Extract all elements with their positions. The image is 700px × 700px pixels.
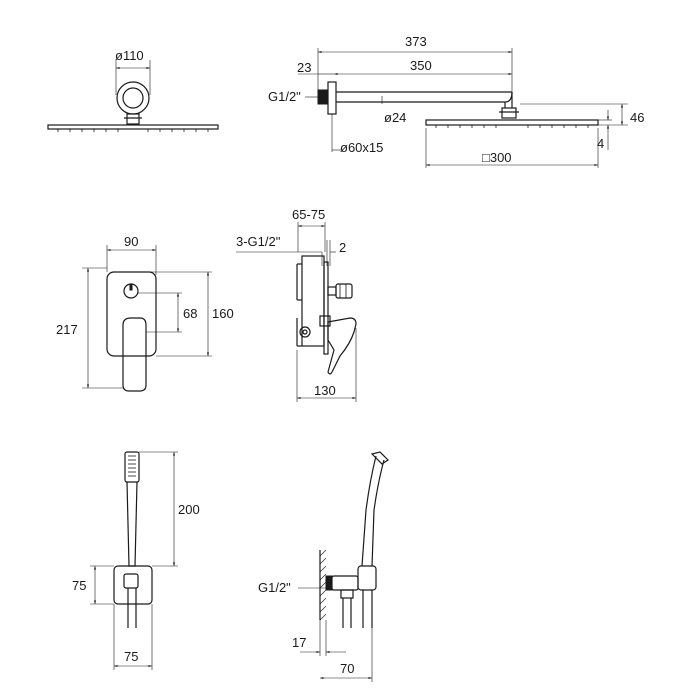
mixer-front-view: 90 217 160 68 (56, 234, 234, 392)
rain-pipe-diameter-label: ø24 (384, 110, 406, 125)
rain-arm-length-label: 373 (405, 34, 427, 49)
hand-shower-side-view: G1/2" 17 70 (258, 451, 389, 682)
rain-thickness-label: 4 (597, 136, 604, 151)
rain-shower-diameter-label: ø110 (115, 48, 144, 63)
mixer-total-depth-label: 130 (314, 383, 336, 398)
rain-offset-label: 23 (297, 60, 311, 75)
rain-flange-label: ø60x15 (340, 140, 383, 155)
hand-shower-length-label: 200 (178, 502, 200, 517)
rain-arm-label: 350 (410, 58, 432, 73)
hand-shower-front-view: 200 75 75 (72, 451, 200, 670)
wall-hatching (319, 549, 327, 621)
rain-thread-label: G1/2" (268, 89, 301, 104)
hand-shower-offset-label: 17 (292, 635, 306, 650)
rain-shower-top-view: ø110 (47, 48, 219, 132)
hand-shower-bracket-width-label: 75 (124, 649, 138, 664)
rain-head-size-label: □300 (482, 150, 512, 165)
mixer-gap-label: 2 (339, 240, 346, 255)
mixer-spacing-label: 68 (183, 306, 197, 321)
hand-shower-depth-label: 70 (340, 661, 354, 676)
mixer-side-view: 65-75 3-G1/2" 2 130 (236, 207, 357, 402)
mixer-width-label: 90 (124, 234, 138, 249)
mixer-inner-height-label: 160 (212, 306, 234, 321)
hand-shower-thread-label: G1/2" (258, 580, 291, 595)
mixer-depth-label: 65-75 (292, 207, 325, 222)
rain-shower-nozzles (57, 129, 209, 132)
mixer-thread-label: 3-G1/2" (236, 234, 281, 249)
hand-shower-nozzle-grid (128, 455, 136, 477)
rain-height-label: 46 (630, 110, 644, 125)
hand-shower-bracket-height-label: 75 (72, 578, 86, 593)
mixer-height-label: 217 (56, 322, 78, 337)
rain-shower-side-view: 373 350 23 G1/2" (268, 34, 644, 168)
